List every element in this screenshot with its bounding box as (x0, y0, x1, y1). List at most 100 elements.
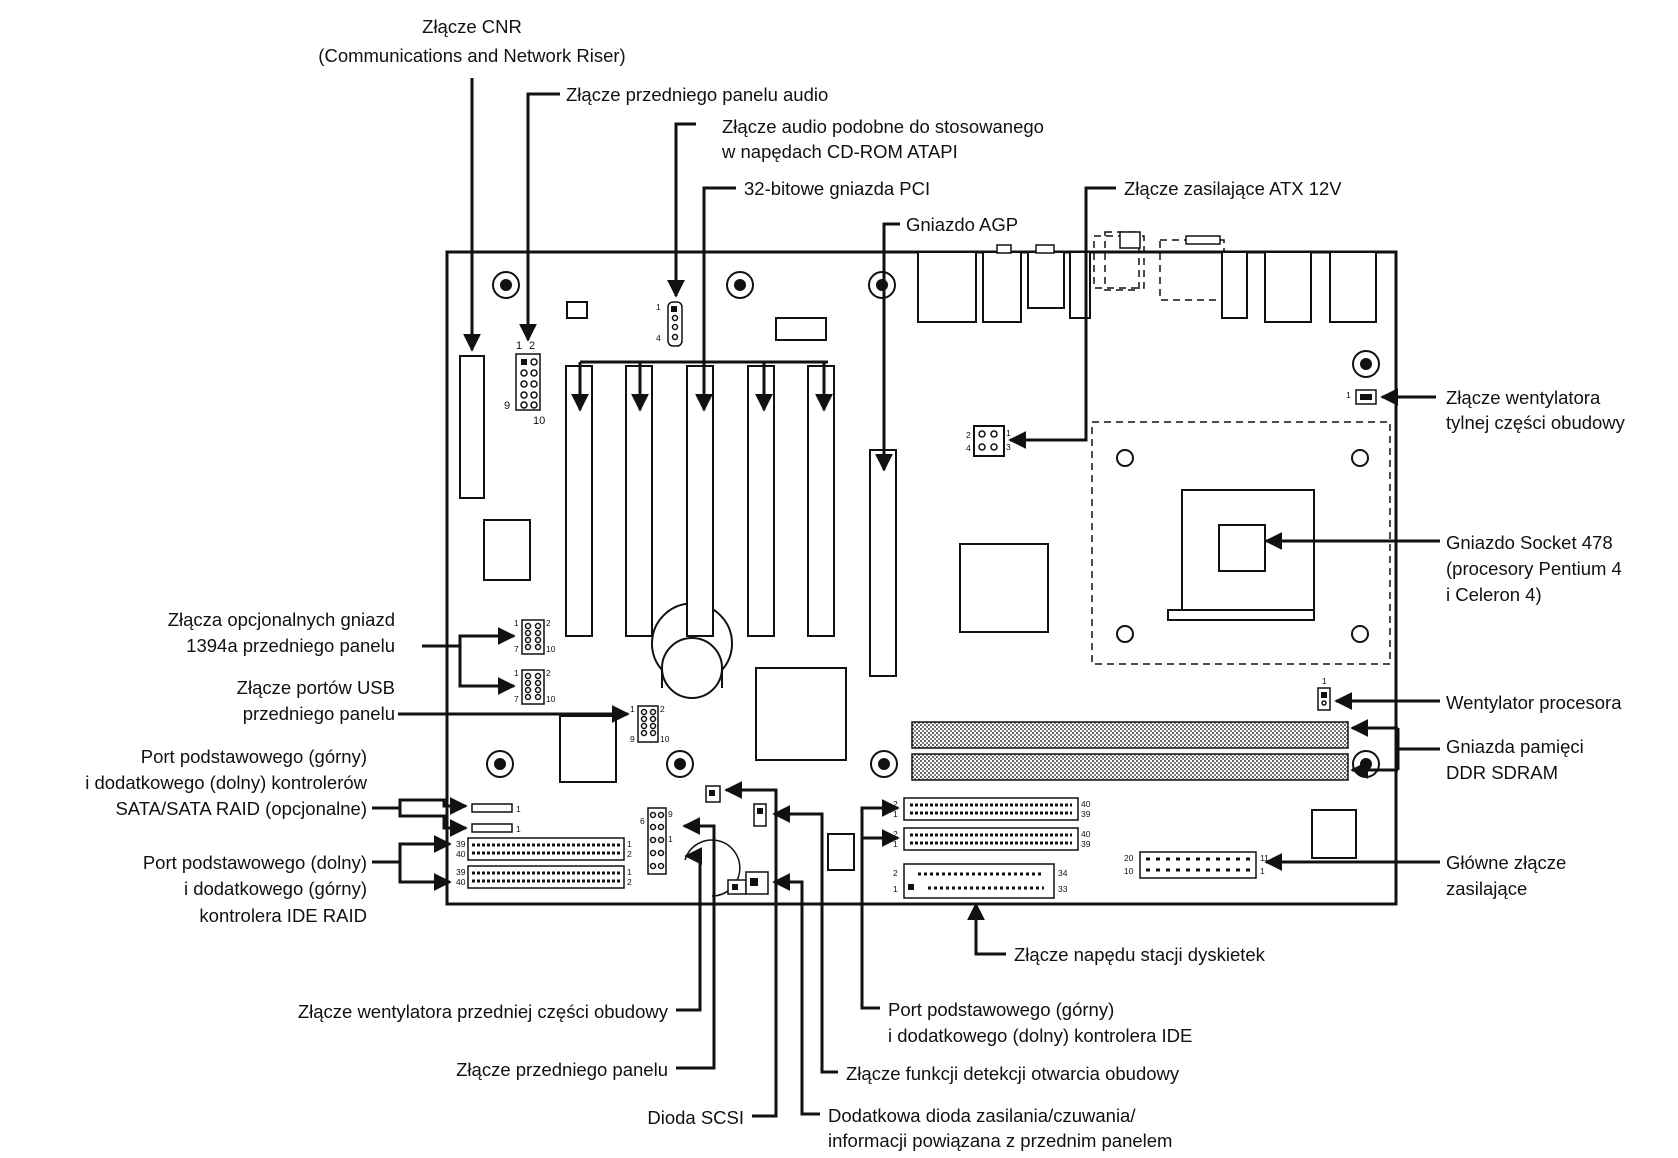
scsi-led-header (705, 785, 721, 803)
pin-label: 4 (966, 443, 971, 453)
ieee-label-line1: Złącza opcjonalnych gniazd (168, 609, 395, 630)
pin-label: 1 (1260, 866, 1265, 876)
chip (483, 519, 531, 581)
chip (1311, 809, 1357, 859)
pin-label: 10 (546, 694, 556, 704)
pin-label: 2 (529, 340, 535, 352)
atx12v-header: 2 4 1 3 (966, 425, 1011, 457)
mounting-hole (666, 750, 694, 778)
pin-label: 33 (1058, 884, 1068, 894)
pin-label: 20 (1124, 853, 1134, 863)
pin-label: 2 (627, 849, 632, 859)
pin-label: 1 (630, 704, 635, 714)
pin-label: 1 (516, 804, 521, 814)
pci-label: 32-bitowe gniazda PCI (744, 178, 930, 199)
pin-label: 7 (514, 694, 519, 704)
agp-label: Gniazdo AGP (906, 214, 1018, 235)
ieee1394-header-2: 1 2 7 10 (514, 668, 556, 705)
socket-label-line3: i Celeron 4) (1446, 584, 1542, 605)
pci-slot (747, 365, 775, 637)
atapi-label-line1: Złącze audio podobne do stosowanego (722, 116, 1044, 137)
usb-header: 1 2 9 10 (630, 704, 670, 744)
pin-label: 1 (656, 302, 661, 312)
pin-label: 10 (1124, 866, 1134, 876)
mounting-holes (486, 271, 1380, 778)
pin-label: 1 (1322, 676, 1327, 686)
cnr-slot (459, 355, 485, 499)
pin-label: 1 (1346, 390, 1351, 400)
pin-label: 40 (456, 877, 466, 887)
pin-label: 2 (966, 430, 971, 440)
pin-label: 40 (1081, 829, 1091, 839)
scsi-led-label: Dioda SCSI (647, 1107, 744, 1128)
ddr-label-line1: Gniazda pamięci (1446, 736, 1584, 757)
pin-label: 9 (630, 734, 635, 744)
cpu-fan-header: 1 (1317, 676, 1331, 711)
pin-label: 1 (668, 834, 673, 844)
cpu-socket-area (1091, 421, 1391, 665)
pin-label: 40 (456, 849, 466, 859)
pin-label: 40 (1081, 799, 1091, 809)
cnr-label-line2: (Communications and Network Riser) (318, 45, 625, 66)
front-audio-header: 1 2 9 10 (504, 340, 545, 427)
pin-label: 10 (533, 415, 545, 427)
pin-label: 1 (893, 884, 898, 894)
ide-raid-port-2: 39 40 1 2 (456, 865, 632, 889)
cnr-label-line1: Złącze CNR (422, 16, 522, 37)
standby-label-line1: Dodatkowa dioda zasilania/czuwania/ (828, 1105, 1136, 1126)
ieee-label-line2: 1394a przedniego panelu (186, 635, 395, 656)
chip (775, 317, 827, 341)
pin-label: 10 (546, 644, 556, 654)
pin-label: 10 (660, 734, 670, 744)
pin-label: 1 (514, 618, 519, 628)
mounting-hole (486, 750, 514, 778)
pin-label: 2 (546, 668, 551, 678)
atx12v-label: Złącze zasilające ATX 12V (1124, 178, 1342, 199)
mounting-hole (868, 271, 896, 299)
sata-port-1: 1 (471, 803, 521, 814)
pin-label: 7 (514, 644, 519, 654)
pin-label: 2 (546, 618, 551, 628)
rear-io-panel (917, 231, 1377, 323)
pin-label: 3 (1006, 442, 1011, 452)
ideraid-label-line1: Port podstawowego (dolny) (143, 852, 367, 873)
main-power-label-line2: zasilające (1446, 878, 1527, 899)
rear-fan-header: 1 (1346, 389, 1377, 405)
rear-fan-label-line2: tylnej części obudowy (1446, 412, 1626, 433)
ide-primary-port: 2 1 40 39 (893, 797, 1091, 821)
chip (559, 715, 617, 783)
leader-lines (372, 78, 1440, 1118)
ideraid-label-line2: i dodatkowego (górny) (184, 878, 367, 899)
ieee1394-header-1: 1 2 7 10 (514, 618, 556, 655)
pin-label: 1 (627, 867, 632, 877)
ide-label-line2: i dodatkowego (dolny) kontrolera IDE (888, 1025, 1192, 1046)
pin-label: 39 (456, 839, 466, 849)
floppy-port: 2 1 34 33 (893, 863, 1068, 899)
pci-slot (807, 365, 835, 637)
standby-led-header (727, 871, 769, 895)
socket-label-line1: Gniazdo Socket 478 (1446, 532, 1613, 553)
pin-label: 39 (456, 867, 466, 877)
ddr-slot (911, 721, 1349, 749)
front-audio-label: Złącze przedniego panelu audio (566, 84, 828, 105)
ide-label-line1: Port podstawowego (górny) (888, 999, 1114, 1020)
floppy-label: Złącze napędu stacji dyskietek (1014, 944, 1266, 965)
pin-label: 1 (893, 809, 898, 819)
pci-slot (686, 365, 714, 637)
mounting-hole (870, 750, 898, 778)
ide-raid-port-1: 39 40 1 2 (456, 837, 632, 861)
pin-label: 1 (516, 824, 521, 834)
sata-label-line3: SATA/SATA RAID (opcjonalne) (115, 798, 367, 819)
sata-label-line1: Port podstawowego (górny) (141, 746, 367, 767)
sata-label-line2: i dodatkowego (dolny) kontrolerów (85, 772, 367, 793)
rear-fan-label-line1: Złącze wentylatora (1446, 387, 1601, 408)
mounting-hole (1352, 350, 1380, 378)
pin-label: 1 (893, 839, 898, 849)
front-fan-label: Złącze wentylatora przedniej części obud… (298, 1001, 669, 1022)
pin-label: 1 (627, 839, 632, 849)
atapi-audio-header: 1 4 (656, 301, 683, 347)
ddr-slots (911, 721, 1349, 781)
pin-label: 39 (1081, 809, 1091, 819)
ddr-label-line2: DDR SDRAM (1446, 762, 1558, 783)
